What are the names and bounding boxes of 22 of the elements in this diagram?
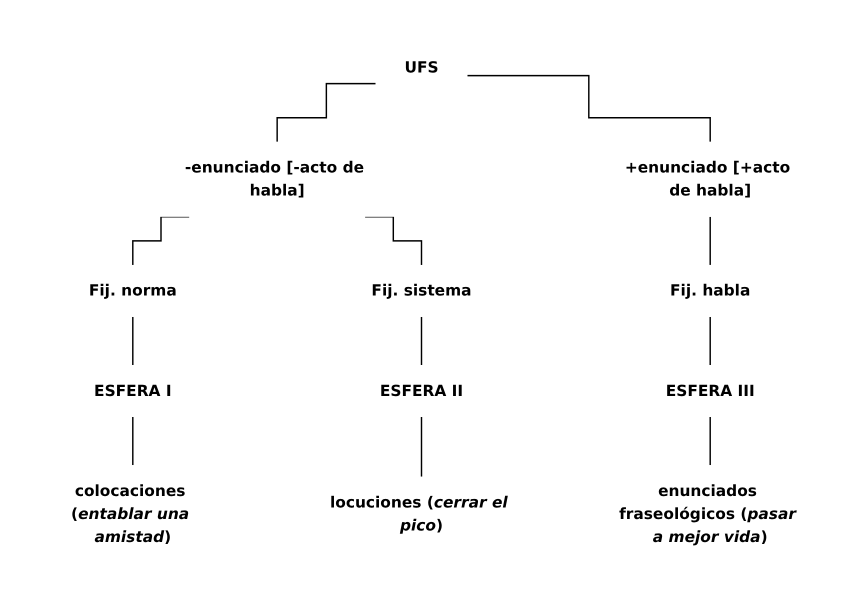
connector bbox=[467, 74, 711, 142]
connector bbox=[420, 316, 422, 366]
node-text: ESFERA III bbox=[666, 380, 755, 400]
node-text: colocaciones (entablar una amistad) bbox=[71, 480, 190, 546]
node-text: Fij. habla bbox=[670, 280, 750, 300]
node-text: Fij. norma bbox=[88, 280, 177, 300]
connector bbox=[709, 316, 711, 366]
node-text: enunciados fraseológicos (pasar a mejor vida) bbox=[619, 480, 796, 546]
node-text: Fij. sistema bbox=[371, 280, 472, 300]
node-text: UFS bbox=[404, 58, 439, 76]
connector bbox=[420, 416, 422, 477]
node-text: +enunciado [+acto de habla] bbox=[624, 158, 790, 200]
connector bbox=[132, 316, 134, 366]
connector bbox=[132, 416, 134, 466]
node-text: ESFERA II bbox=[380, 380, 464, 400]
node-text: locuciones (cerrar el pico) bbox=[330, 492, 508, 534]
connector bbox=[709, 416, 711, 466]
connector bbox=[709, 216, 711, 266]
node-text: ESFERA I bbox=[94, 380, 172, 400]
connector bbox=[365, 216, 422, 266]
connector bbox=[276, 82, 376, 142]
connector bbox=[132, 216, 190, 266]
